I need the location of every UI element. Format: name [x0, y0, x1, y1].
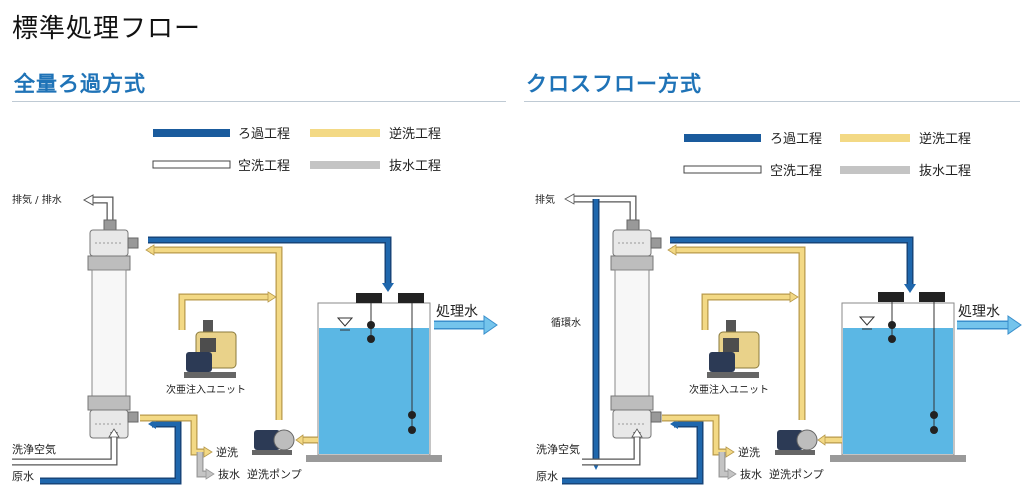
membrane-module-right [610, 219, 662, 439]
legend-label-backwash: 逆洗工程 [389, 126, 441, 142]
membrane-module-left [87, 219, 139, 439]
drain-label-right: 抜水 [740, 467, 762, 481]
legend-swatch-drain-right [840, 166, 910, 174]
drain-label-left: 抜水 [218, 467, 240, 481]
treated-water-tank-right [830, 292, 966, 462]
page-title: 標準処理フロー [12, 14, 202, 44]
backwash-out-label-right: 逆洗 [738, 445, 760, 459]
filtrate-arrow-right [904, 284, 916, 293]
crossflow-diagram: ろ過工程 逆洗工程 空洗工程 抜水工程 排気 循環水 [535, 131, 1022, 485]
legend-swatch-air-wash [152, 160, 231, 169]
section-divider-left [12, 101, 506, 102]
backwash-pump-label-left: 逆洗ポンプ [247, 467, 302, 481]
dosing-unit-label-right: 次亜注入ユニット [689, 383, 769, 396]
backwash-out-label-left: 逆洗 [216, 445, 238, 459]
dosing-unit-right [707, 320, 760, 378]
filtrate-arrow-left [382, 283, 394, 292]
vent-pipe-right [572, 195, 637, 225]
section-divider-right [524, 101, 1020, 102]
legend-label-backwash-right: 逆洗工程 [919, 131, 971, 147]
legend-label-filtration-right: ろ過工程 [770, 132, 822, 147]
section-title-crossflow: クロスフロー方式 [526, 72, 702, 96]
dead-end-diagram: ろ過工程 逆洗工程 空洗工程 抜水工程 排気 / 排水 [12, 126, 498, 485]
legend-swatch-filtration-right [684, 134, 761, 142]
vent-arrow-left [82, 194, 94, 206]
raw-water-label-right: 原水 [536, 470, 558, 483]
dosing-pipe-right [701, 293, 792, 330]
legend-label-air-wash: 空洗工程 [238, 159, 290, 174]
dosing-pipe-left [178, 293, 270, 330]
treated-water-label-right: 処理水 [958, 304, 1000, 320]
section-title-dead-end: 全量ろ過方式 [14, 72, 146, 96]
legend-swatch-filtration [153, 129, 230, 137]
vent-arrow-right [564, 193, 575, 205]
legend-label-filtration: ろ過工程 [238, 127, 290, 142]
legend-swatch-drain [310, 161, 380, 169]
legend-right: ろ過工程 逆洗工程 空洗工程 抜水工程 [683, 131, 971, 179]
legend-label-drain: 抜水工程 [389, 158, 441, 174]
vent-label-right: 排気 [535, 193, 555, 206]
legend-label-drain-right: 抜水工程 [919, 163, 971, 179]
raw-water-label-left: 原水 [12, 470, 34, 483]
treated-water-label-left: 処理水 [436, 304, 478, 320]
treated-water-tank-left [306, 293, 442, 462]
air-wash-label-left: 洗浄空気 [12, 442, 56, 456]
legend-left: ろ過工程 逆洗工程 空洗工程 抜水工程 [152, 126, 441, 174]
vent-label-left: 排気 / 排水 [12, 193, 62, 206]
backwash-pump-label-right: 逆洗ポンプ [769, 467, 824, 481]
backwash-pump-right [775, 429, 842, 455]
circulation-label-right: 循環水 [551, 316, 581, 329]
backwash-pump-left [252, 429, 318, 455]
legend-label-air-wash-right: 空洗工程 [770, 164, 822, 179]
air-wash-label-right: 洗浄空気 [536, 442, 580, 456]
legend-swatch-air-wash-right [683, 165, 762, 174]
legend-swatch-backwash-right [840, 134, 910, 142]
legend-swatch-backwash [310, 129, 380, 137]
dosing-unit-left [184, 320, 237, 378]
dosing-unit-label-left: 次亜注入ユニット [166, 383, 246, 396]
